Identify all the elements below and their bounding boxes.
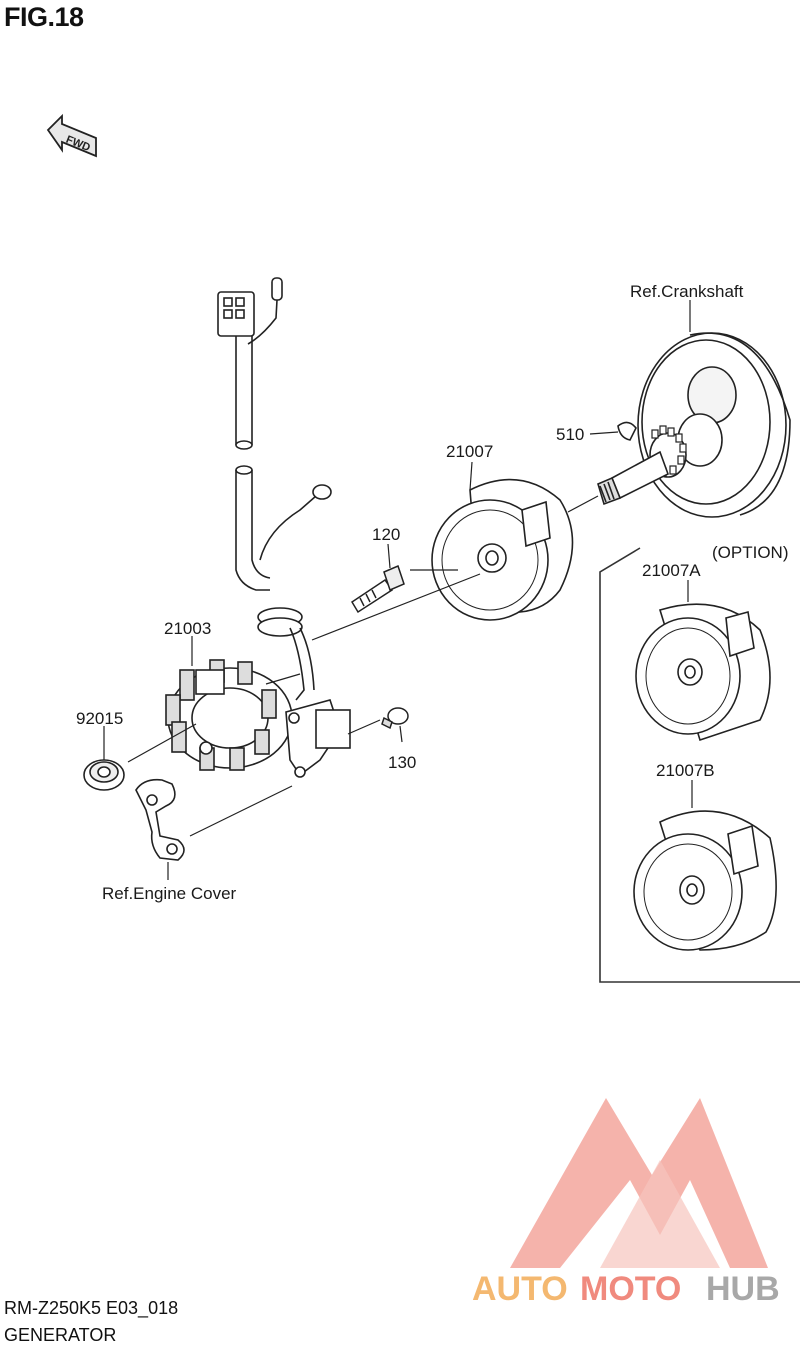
logo-text-moto: MOTO — [580, 1270, 681, 1308]
stator-21003-illustration — [165, 659, 351, 778]
label-ref-engine-cover: Ref.Engine Cover — [102, 884, 237, 903]
label-510: 510 — [556, 425, 584, 444]
bolt-120-icon — [350, 564, 405, 614]
label-21007: 21007 — [446, 442, 493, 461]
flywheel-21007-illustration — [431, 478, 574, 621]
figure-title: FIG.18 — [4, 2, 84, 32]
screw-130-icon — [381, 707, 409, 730]
nut-92015-icon — [83, 759, 125, 791]
label-21007a: 21007A — [642, 561, 701, 580]
label-21003: 21003 — [164, 619, 211, 638]
woodruff-key-icon — [617, 421, 637, 441]
leader-lines — [103, 300, 693, 880]
engine-cover-bracket-illustration — [135, 778, 185, 861]
label-21007b: 21007B — [656, 761, 715, 780]
fwd-arrow-icon: FWD — [46, 113, 97, 158]
logo-text-hub: HUB — [706, 1270, 780, 1308]
logo-text-auto: AUTO — [472, 1270, 568, 1308]
flywheel-21007a-illustration — [635, 603, 771, 742]
wiring-harness-illustration — [217, 277, 332, 701]
label-130: 130 — [388, 753, 416, 772]
label-120: 120 — [372, 525, 400, 544]
label-ref-crankshaft: Ref.Crankshaft — [630, 282, 744, 301]
automotohub-logo: AUTO MOTO HUB — [472, 1098, 780, 1308]
crankshaft-illustration — [597, 332, 791, 518]
option-box-outline — [599, 547, 800, 983]
flywheel-21007b-illustration — [633, 810, 777, 951]
section-name: GENERATOR — [4, 1325, 117, 1345]
model-code: RM-Z250K5 E03_018 — [4, 1298, 179, 1318]
label-option: (OPTION) — [712, 543, 789, 562]
label-92015: 92015 — [76, 709, 123, 728]
